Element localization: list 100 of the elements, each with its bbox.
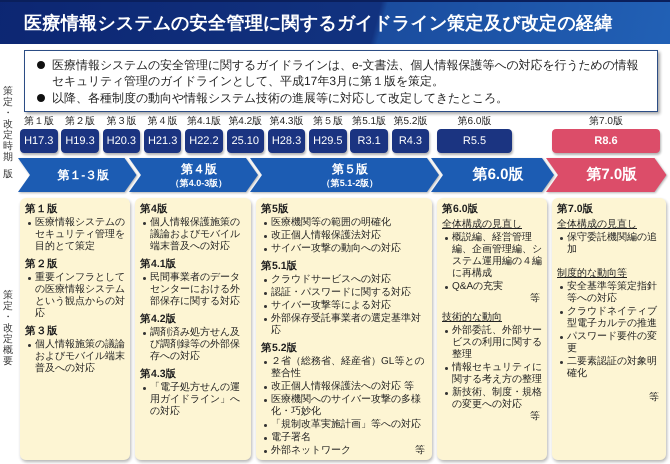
overview-card [135, 198, 251, 460]
date-text: H19.3 [65, 134, 95, 148]
version-heading: 第２版 [25, 258, 58, 271]
bullet-text: 以降、各種制度の動向や情報システム技術の進展等に対応して改定してきたところ。 [35, 90, 508, 106]
bullet-item: 個人情報保護施策の議論およびモバイル端末普及への対応 [140, 217, 247, 253]
date-text: H17.3 [24, 134, 54, 148]
version-heading: 第4.2版 [140, 313, 177, 326]
date-tile [144, 129, 182, 153]
bullet-item: 民間事業者のデータセンターにおける外部保存に関する対応 [140, 272, 247, 308]
version-heading: 第３版 [25, 325, 58, 338]
version-label: 第4.3版 [270, 116, 304, 128]
bullet-item: 認証・パスワードに関する対応 [261, 287, 411, 299]
version-heading: 第4.3版 [140, 368, 177, 381]
band-title: 第１-３版 [57, 168, 110, 182]
band-subtitle: （第4.0-3版） [170, 178, 228, 188]
bullet-item: クラウドネイティブ型電子カルテの推進 [557, 306, 662, 330]
version-label: 第１版 [24, 116, 54, 128]
section-heading: 技術的な動向 [442, 312, 502, 324]
version-label: 第4.1版 [186, 116, 221, 128]
bullet-item: 外部保存受託事業者の選定基準対応 [261, 313, 428, 337]
version-heading: 第4.1版 [140, 258, 177, 271]
bullet-item: 外部ネットワーク [261, 445, 351, 457]
version-heading: 第4版 [140, 203, 168, 216]
version-label: 第４版 [148, 116, 178, 128]
date-text: H21.3 [148, 134, 178, 148]
version-label: 第５版 [312, 116, 343, 128]
date-tile [226, 129, 264, 153]
date-text: H28.3 [272, 134, 302, 148]
row-heading: 策定・改定時期 [3, 86, 13, 163]
version-heading: 第5.1版 [261, 260, 298, 273]
version-band [250, 158, 438, 192]
version-heading: 第5.2版 [261, 342, 298, 355]
bullet-item: 保守委託機関編の追加 [557, 232, 662, 256]
bullet-item: Q&Aの充実 [442, 281, 504, 293]
version-label: 第7.0版 [589, 116, 623, 128]
bullet-item: 重要インフラとしての医療情報システムという観点からの対応 [25, 272, 126, 320]
bullet-item: パスワード要件の変更 [557, 331, 662, 355]
date-text: H22.2 [189, 134, 219, 148]
date-text: R8.6 [594, 134, 618, 148]
version-label: 第5.2版 [393, 116, 428, 128]
row-heading: 策定・改定概要 [3, 290, 13, 367]
version-label: 第6.0版 [458, 116, 492, 128]
date-tile [350, 129, 388, 153]
bullet-item: 新技術、制度・規格の変更への対応 [442, 387, 543, 411]
etc-note: 等 [649, 392, 659, 404]
band-title: 第7.0版 [586, 166, 638, 184]
bullet-item: サイバー攻撃の動向への対応 [261, 243, 401, 255]
bullet-item: 概説編、経営管理編、企画管理編、システム運用編の４編に再構成 [442, 232, 543, 280]
band-subtitle: （第5.1-2版） [322, 178, 378, 188]
date-tile [268, 129, 306, 153]
date-tile [392, 129, 430, 153]
date-text: 25.10 [231, 134, 260, 148]
version-label: 第３版 [106, 116, 136, 128]
row-heading: 版 [3, 169, 13, 180]
date-text: R5.5 [462, 134, 486, 148]
version-heading: 第7.0版 [557, 203, 594, 216]
date-text: R3.1 [358, 134, 381, 148]
bullet-item: 改正個人情報保護法対応 [261, 230, 381, 242]
version-band [18, 158, 136, 192]
bullet-item: ２省（総務省、経産省）GL等との整合性 [261, 356, 428, 380]
band-title: 第５版 [332, 162, 368, 176]
bullet-item: 安全基準等策定指針等への対応 [557, 281, 662, 305]
date-text: H29.5 [313, 134, 343, 148]
bullet-item: 調剤済み処方せん及び調剤録等の外部保存への対応 [140, 327, 247, 363]
summary-box [24, 50, 658, 112]
bullet-item: 二要素認証の対象明確化 [557, 356, 662, 380]
bullet-item: 医療機関へのサイバー攻撃の多様化・巧妙化 [261, 394, 428, 418]
bullet-item: 個人情報施策の議論およびモバイル端末普及への対応 [25, 339, 126, 375]
version-band [430, 158, 554, 192]
date-tile [102, 129, 140, 153]
version-band [546, 158, 666, 192]
version-band [128, 158, 258, 192]
section-heading: 全体構成の見直し [442, 219, 522, 231]
etc-note: 等 [415, 445, 425, 457]
date-tile [61, 129, 99, 153]
bullet-item: 「電子処方せんの運用ガイドライン」への対応 [140, 382, 247, 418]
overview-card [256, 198, 432, 460]
date-tile [552, 129, 660, 153]
bullet-text: 医療情報システムの安全管理に関するガイドラインは、e-文書法、個人情報保護等への対応を行うための情報セキュリティ管理のガイドラインとして、平成17年3月に第１版を策定。 [35, 56, 647, 88]
etc-note: 等 [530, 293, 540, 305]
version-heading: 第5版 [261, 203, 289, 216]
bullet-item: 情報セキュリティに関する考え方の整理 [442, 362, 543, 386]
bullet-item: 電子署名 [261, 432, 311, 444]
etc-note: 等 [530, 411, 540, 423]
date-tile [20, 129, 58, 153]
date-tile [309, 129, 347, 153]
overview-card [437, 198, 547, 460]
overview-card [552, 198, 666, 460]
overview-card [20, 198, 130, 460]
date-tile [185, 129, 223, 153]
bullet-item: 「規制改革実施計画」等への対応 [261, 419, 421, 431]
band-title: 第４版 [181, 162, 217, 176]
version-label: 第5.1版 [352, 116, 386, 128]
date-tile [437, 129, 512, 153]
band-title: 第6.0版 [472, 166, 524, 184]
page-title: 医療情報システムの安全管理に関するガイドライン策定及び改定の経緯 [24, 12, 613, 34]
bullet-item: 外部委託、外部サービスの利用に関する整理 [442, 325, 543, 361]
section-heading: 制度的な動向等 [557, 268, 627, 280]
date-text: R4.3 [398, 134, 422, 148]
bullet-item: 医療情報システムのセキュリティ管理を目的とて策定 [25, 217, 126, 253]
